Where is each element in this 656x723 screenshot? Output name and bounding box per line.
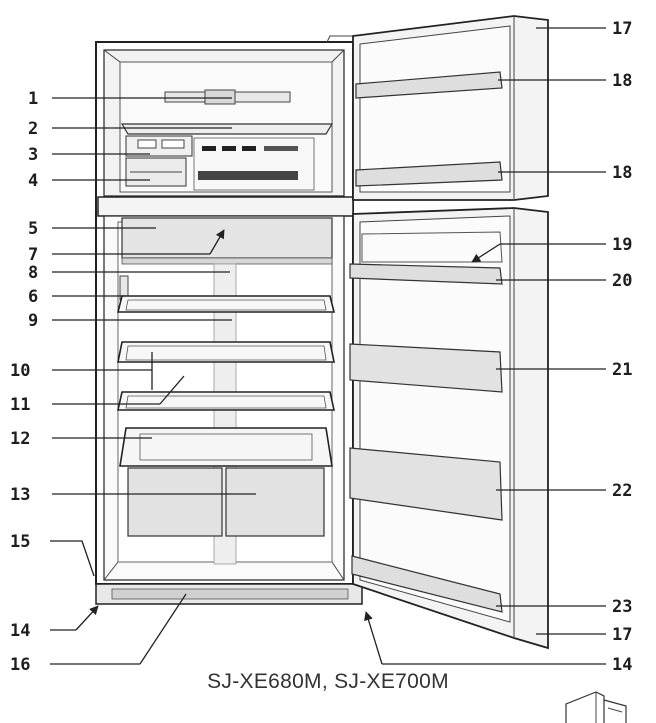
callout-11: 11 [10, 395, 30, 415]
callout-15: 15 [10, 532, 30, 552]
callout-19: 19 [612, 235, 632, 255]
callout-18-top: 18 [612, 71, 632, 91]
chilled-case [121, 217, 333, 265]
fridge-door [352, 207, 549, 650]
vegetable-crisper [127, 467, 325, 537]
freezer-door-pocket-upper [355, 71, 503, 99]
freezer-shelf [120, 123, 334, 135]
callout-22: 22 [612, 481, 632, 501]
callout-17-top: 17 [612, 19, 632, 39]
model-caption: SJ-XE680M, SJ-XE700M [207, 670, 449, 693]
callout-10: 10 [10, 361, 30, 381]
callout-14-left: 14 [10, 621, 30, 641]
callout-17-bottom: 17 [612, 625, 632, 645]
glass-shelf-upper [116, 295, 336, 313]
glass-shelf-middle [117, 341, 335, 363]
callout-labels: 1 2 3 4 5 7 8 6 9 10 11 12 13 15 14 16 1… [10, 19, 632, 675]
callout-18-bottom: 18 [612, 163, 632, 183]
ice-maker [125, 135, 193, 157]
callout-13: 13 [10, 485, 30, 505]
callout-3: 3 [28, 145, 38, 165]
callout-4: 4 [28, 171, 38, 191]
door-pocket-middle [349, 343, 503, 393]
egg-rack [361, 231, 503, 263]
callout-1: 1 [28, 89, 38, 109]
callout-7: 7 [28, 245, 38, 265]
callout-5: 5 [28, 219, 38, 239]
callout-8: 8 [28, 263, 38, 283]
callout-14-right: 14 [612, 655, 632, 675]
callout-23: 23 [612, 597, 632, 617]
door-pocket-dairy [349, 263, 503, 285]
freezer-door-pocket-lower [355, 161, 503, 187]
callout-16: 16 [10, 655, 30, 675]
callout-12: 12 [10, 429, 30, 449]
callout-6: 6 [28, 287, 38, 307]
door-pocket-bottom [351, 555, 503, 613]
freezer-light [164, 89, 291, 105]
leader-lines [50, 27, 606, 665]
ice-tray [125, 157, 187, 187]
freezer-rear-panel [193, 137, 315, 191]
callout-9: 9 [28, 311, 38, 331]
crisper-cover [119, 427, 333, 467]
refrigerator-thumbnail-icon [565, 691, 627, 723]
callout-21: 21 [612, 360, 632, 380]
callout-20: 20 [612, 271, 632, 291]
door-pocket-bottle [349, 447, 503, 521]
callout-2: 2 [28, 119, 38, 139]
freezer-door [352, 15, 549, 201]
glass-shelf-lower [117, 391, 335, 411]
